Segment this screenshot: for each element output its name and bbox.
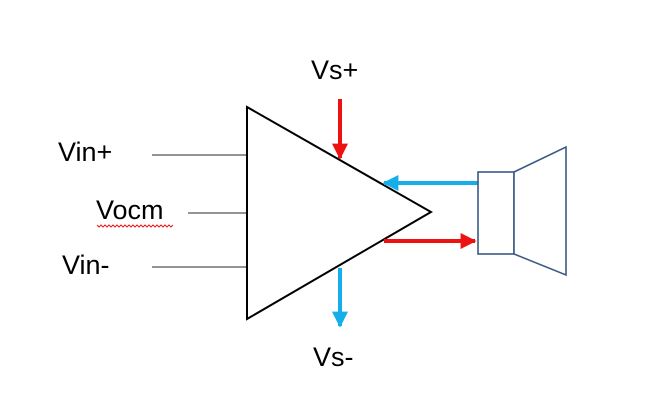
vin-plus-label: Vin+ (58, 137, 112, 167)
vocm-label: Vocm (96, 195, 164, 225)
vin-minus-label: Vin- (62, 250, 110, 280)
speaker-magnet (477, 171, 515, 255)
vs-minus-label: Vs- (313, 342, 354, 372)
speaker-icon (477, 145, 567, 277)
vocm-spellcheck-underline (96, 224, 174, 228)
speaker-cone (513, 145, 567, 277)
vs-plus-label: Vs+ (311, 55, 358, 85)
